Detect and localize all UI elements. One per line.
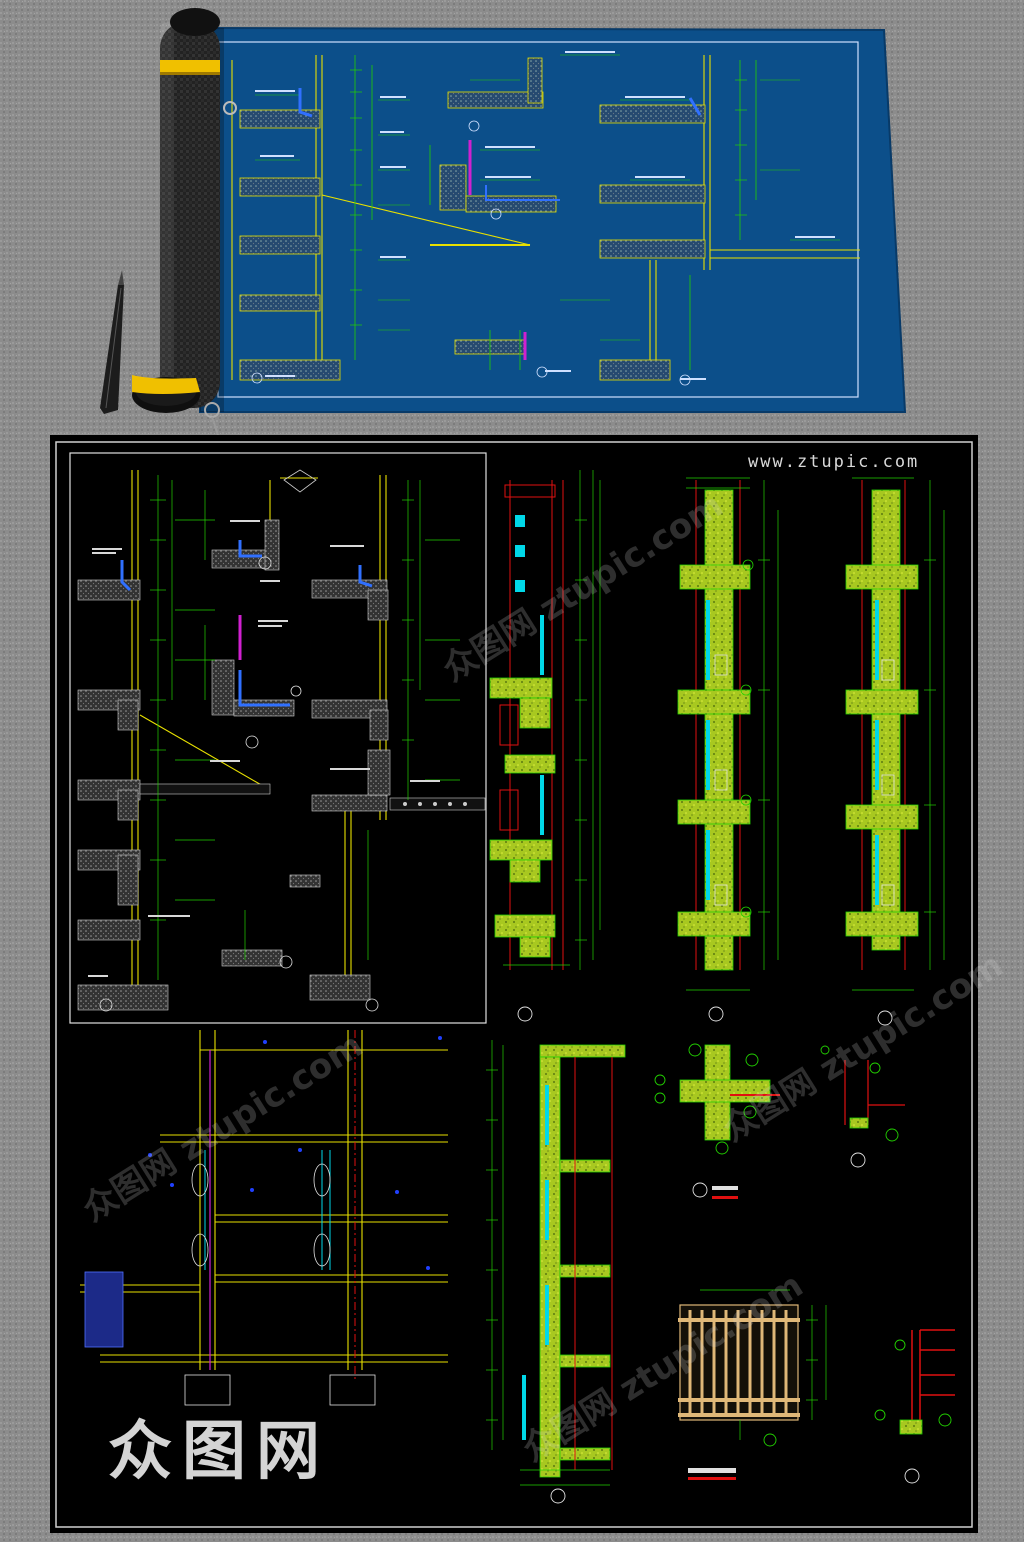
diagonal-watermark: 众图网 ztupic.com [715, 945, 1011, 1150]
panel-tall-sections [489, 470, 945, 1026]
diagonal-watermark: 众图网 ztupic.com [435, 485, 731, 690]
panel-elevation [80, 1030, 448, 1406]
panel-railing [678, 1289, 827, 1480]
pencil [100, 270, 124, 414]
brand-logo-watermark: 众图网 [108, 1415, 330, 1489]
panel-handrail-detail [874, 1329, 955, 1484]
rolled-tube [132, 8, 237, 436]
panel-stair-section [486, 1040, 626, 1504]
panel-joint-details [654, 1043, 905, 1199]
cad-sheet [50, 435, 978, 1533]
site-url-watermark: www.ztupic.com [748, 452, 920, 472]
diagonal-watermark: 众图网 ztupic.com [75, 1025, 371, 1230]
diagonal-watermark: 众图网 ztupic.com [515, 1265, 811, 1470]
panel-wall-sections [77, 469, 486, 1012]
